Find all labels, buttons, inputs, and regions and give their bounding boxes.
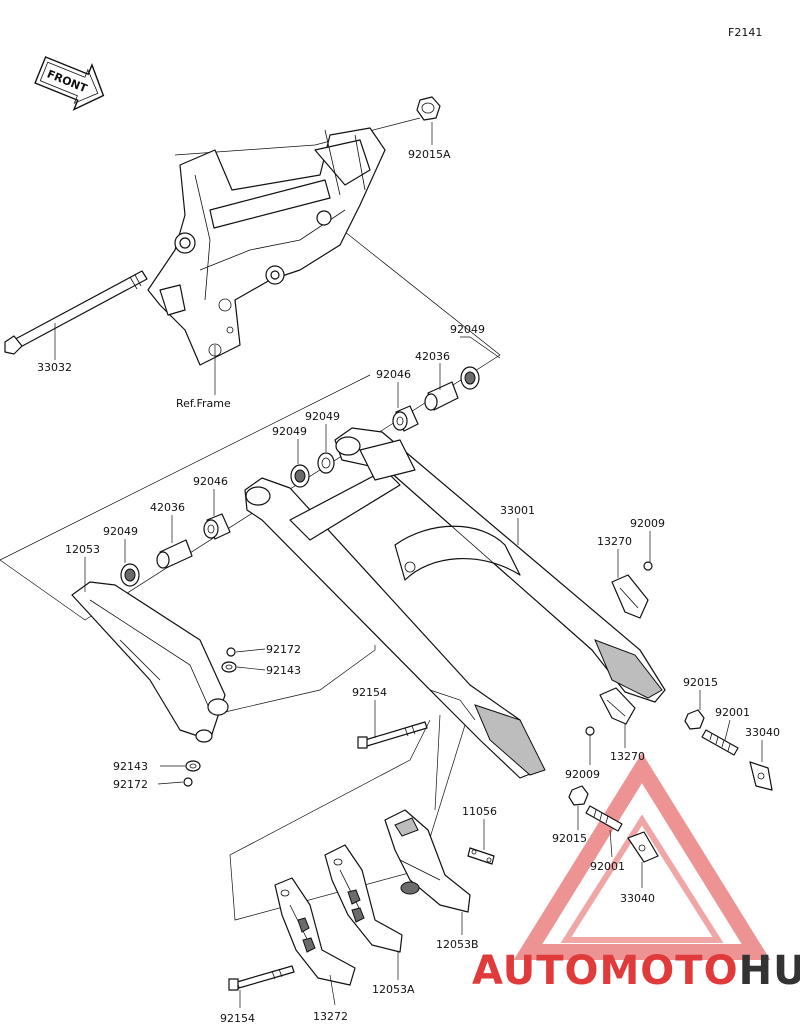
pivot-shaft-33032 [4, 270, 148, 355]
frame-reference-outline [0, 117, 501, 621]
chain-guide-12053 [71, 581, 229, 743]
label-92049-d: 92049 [103, 525, 138, 538]
label-92015A: 92015A [408, 148, 451, 161]
label-92046-a: 92046 [376, 368, 411, 381]
label-13270-a: 13270 [597, 535, 632, 548]
label-33040-b: 33040 [620, 892, 655, 905]
figure-code: F2141 [728, 26, 762, 39]
label-13270-b: 13270 [610, 750, 645, 763]
label-11056: 11056 [462, 805, 497, 818]
label-92001-b: 92001 [590, 860, 625, 873]
label-42036-a: 42036 [415, 350, 450, 363]
chain-adjuster-plate-upper [611, 561, 653, 619]
label-92015-b: 92015 [552, 832, 587, 845]
left-bushing-set [120, 513, 231, 587]
label-13272: 13272 [313, 1010, 348, 1023]
watermark-inner-triangle-icon [560, 814, 724, 943]
label-33032: 33032 [37, 361, 72, 374]
watermark-auto: AUTO [472, 948, 600, 994]
label-92049-b: 92049 [305, 410, 340, 423]
label-92015: 92015 [683, 676, 718, 689]
watermark-logo: AUTOMOTOHUB [472, 752, 800, 994]
watermark-moto: MOTO [600, 948, 739, 994]
label-42036-b: 42036 [150, 501, 185, 514]
label-92009-b: 92009 [565, 768, 600, 781]
swingarm-33001 [244, 427, 666, 779]
bolt-washer-upper [221, 647, 237, 673]
ref-frame-label: Ref.Frame [176, 397, 231, 410]
nut-92015A [416, 96, 441, 121]
label-33001: 33001 [500, 504, 535, 517]
bracket-11056 [467, 847, 495, 865]
adjuster-set-lower [568, 785, 659, 863]
label-92049-c: 92049 [272, 425, 307, 438]
chain-guide-12053A [324, 844, 403, 953]
bolt-washer-lower [183, 760, 201, 787]
front-arrow-icon: FRONT [34, 56, 105, 111]
watermark-triangle-icon [513, 752, 771, 960]
main-frame [147, 127, 386, 366]
chain-guide-12053B [384, 809, 471, 913]
bolt-92154-upper [357, 721, 428, 749]
label-92172-a: 92172 [266, 643, 301, 656]
label-12053A: 12053A [372, 983, 415, 996]
label-92001-a: 92001 [715, 706, 750, 719]
right-bushing-set [392, 366, 480, 432]
label-92049-a: 92049 [450, 323, 485, 336]
label-92154-a: 92154 [352, 686, 387, 699]
label-92046-b: 92046 [193, 475, 228, 488]
label-33040-a: 33040 [745, 726, 780, 739]
seals-92049 [290, 452, 335, 488]
label-92009-a: 92009 [630, 517, 665, 530]
bolt-92154-lower [228, 965, 295, 991]
label-92172-b: 92172 [113, 778, 148, 791]
label-92143-a: 92143 [266, 664, 301, 677]
label-92143-b: 92143 [113, 760, 148, 773]
label-12053: 12053 [65, 543, 100, 556]
chain-adjuster-plate-lower [585, 687, 636, 736]
label-12053B: 12053B [436, 938, 479, 951]
label-92154-b: 92154 [220, 1012, 255, 1025]
svg-text:AUTOMOTOHUB: AUTOMOTOHUB [472, 948, 800, 994]
watermark-hub: HUB [739, 948, 800, 994]
adjuster-set-upper [684, 709, 773, 791]
guard-13272 [274, 877, 356, 986]
